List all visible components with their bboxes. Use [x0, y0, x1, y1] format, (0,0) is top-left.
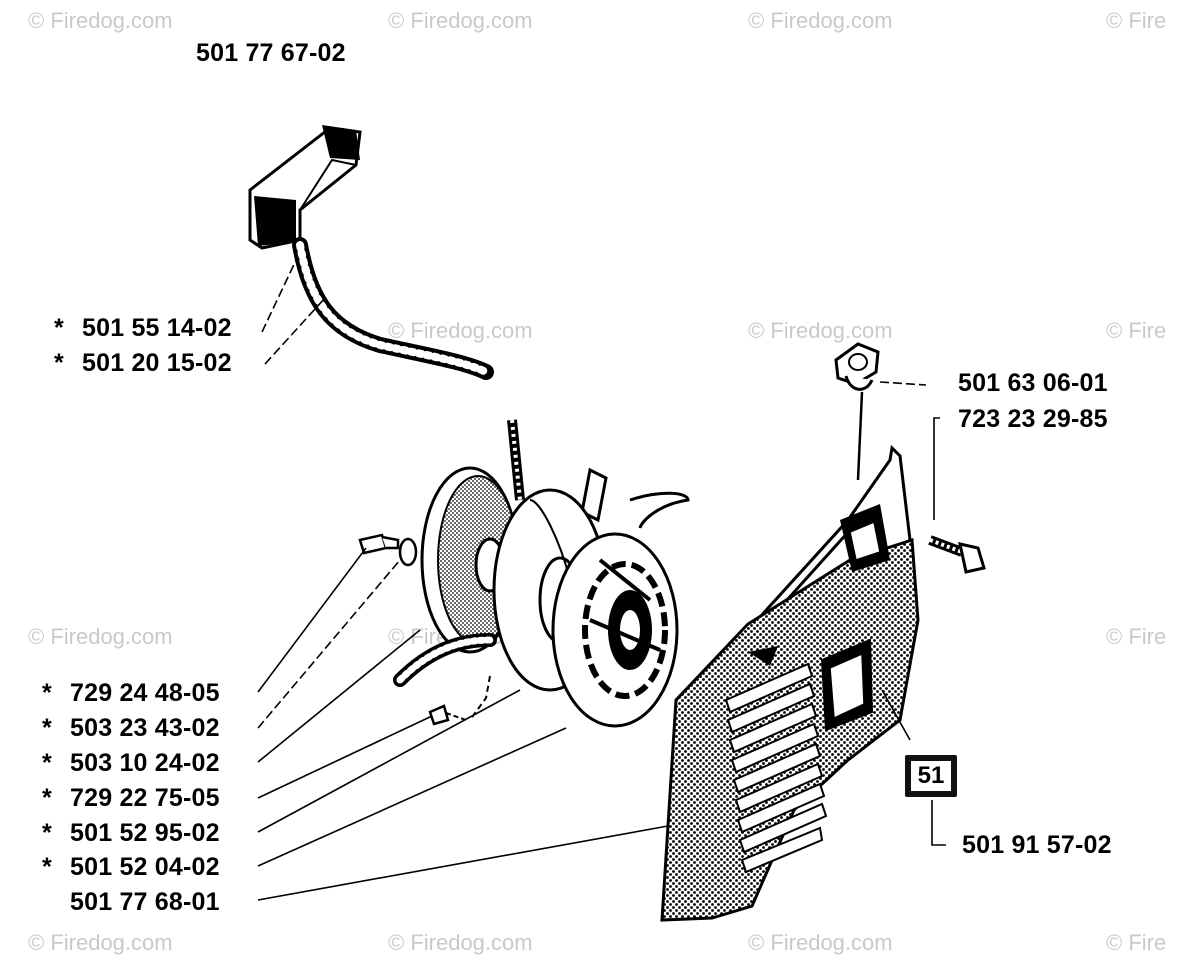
part-number: 501 52 04-02 — [70, 853, 220, 881]
part-label: * 729 22 75-05 — [42, 783, 220, 813]
part-star: * — [42, 853, 52, 881]
washer — [398, 537, 418, 567]
watermark: © Fire — [1106, 930, 1167, 955]
part-number: 503 23 43-02 — [70, 714, 220, 742]
part-number: 729 24 48-05 — [70, 679, 220, 707]
part-label: * 503 10 24-02 — [42, 748, 220, 778]
part-star: * — [42, 784, 52, 812]
part-label: 501 77 68-01 — [42, 887, 220, 917]
part-label: 723 23 29-85 — [958, 405, 1108, 433]
part-label: * 501 52 04-02 — [42, 852, 220, 882]
part-star: * — [42, 749, 52, 777]
watermark: © Firedog.com — [388, 930, 533, 955]
nut-cap — [834, 342, 880, 391]
watermark: © Firedog.com — [388, 318, 533, 343]
leader-line — [879, 381, 927, 386]
watermark: © Firedog.com — [28, 8, 173, 33]
part-star: * — [54, 349, 64, 377]
part-number: 503 10 24-02 — [70, 749, 220, 777]
watermark: © Fire — [1106, 624, 1167, 649]
part-label: * 501 20 15-02 — [54, 348, 232, 378]
recoil-spring — [551, 491, 690, 728]
watermark: © Fire — [1106, 318, 1167, 343]
screw — [428, 675, 491, 726]
leader-line — [881, 689, 911, 741]
part-number: 501 52 95-02 — [70, 819, 220, 847]
leader-line — [931, 800, 946, 846]
part-number: 501 20 15-02 — [82, 349, 232, 377]
part-star: * — [54, 314, 64, 342]
starter-handle — [248, 125, 362, 250]
leader-line — [933, 417, 940, 520]
leader-line — [264, 297, 326, 365]
leader-lines — [257, 547, 669, 901]
decal-badge-number: 51 — [911, 761, 951, 791]
watermark: © Firedog.com — [748, 8, 893, 33]
watermark: © Firedog.com — [748, 318, 893, 343]
part-label: * 729 24 48-05 — [42, 678, 220, 708]
watermark: © Firedog.com — [388, 8, 533, 33]
part-number: 501 77 68-01 — [70, 888, 220, 916]
starter-housing — [660, 391, 920, 922]
part-label: * 501 55 14-02 — [54, 313, 232, 343]
watermark: © Firedog.com — [28, 624, 173, 649]
bolt — [928, 535, 986, 574]
part-label-decal: 501 91 57-02 — [962, 831, 1112, 859]
watermark: © Fire — [1106, 8, 1167, 33]
screw — [358, 533, 400, 555]
part-star: * — [42, 679, 52, 707]
watermark: © Firedog.com — [748, 930, 893, 955]
starter-rope — [292, 237, 494, 380]
part-label: * 503 23 43-02 — [42, 713, 220, 743]
part-number: 729 22 75-05 — [70, 784, 220, 812]
part-star: * — [42, 819, 52, 847]
part-star: * — [42, 714, 52, 742]
part-label: * 501 52 95-02 — [42, 818, 220, 848]
decal-badge: 51 — [905, 755, 957, 797]
watermark: © Firedog.com — [28, 930, 173, 955]
part-number: 501 55 14-02 — [82, 314, 232, 342]
part-label-handle: 501 77 67-02 — [196, 39, 346, 67]
leader-line — [261, 255, 299, 333]
part-label: 501 63 06-01 — [958, 369, 1108, 397]
